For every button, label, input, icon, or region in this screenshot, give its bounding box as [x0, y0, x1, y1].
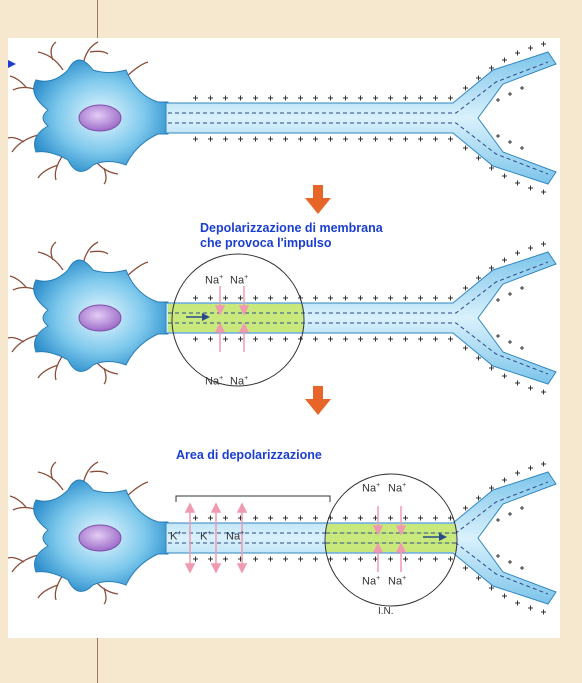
- ion-symbol: K: [170, 530, 178, 543]
- ion-na-top-left-3: Na+: [362, 482, 380, 495]
- neuron-resting: [8, 40, 557, 196]
- neuron-diagram-svg: [8, 40, 557, 616]
- in-label: I.N.: [378, 606, 394, 617]
- ion-na-top-left: Na+: [205, 274, 223, 287]
- ion-charge: +: [207, 530, 212, 537]
- ion-symbol: Na: [362, 482, 377, 495]
- ion-na-bottom-left-3: Na+: [362, 575, 380, 588]
- ion-charge: +: [240, 530, 245, 537]
- bottom-rule-line: [97, 638, 98, 683]
- area-label: Area di depolarizzazione: [176, 448, 322, 462]
- ion-charge: +: [402, 575, 407, 582]
- ion-na-bottom-right: Na+: [230, 375, 248, 388]
- ion-charge: +: [244, 274, 249, 281]
- depolarization-label-line1: Depolarizzazione di membrana: [200, 221, 383, 235]
- ion-symbol: K: [200, 530, 208, 543]
- ion-na-top-right: Na+: [230, 274, 248, 287]
- ion-symbol: Na: [362, 575, 377, 588]
- small-blue-arrow: [8, 60, 16, 68]
- neuron-propagation: [8, 460, 557, 616]
- ion-symbol: Na: [230, 375, 245, 388]
- neuron-impulse: [8, 240, 557, 396]
- ion-na-top-right-3: Na+: [388, 482, 406, 495]
- ion-symbol: Na: [230, 274, 245, 287]
- ion-charge: +: [219, 274, 224, 281]
- ion-charge: +: [376, 482, 381, 489]
- depolarization-label-line2: che provoca l'impulso: [200, 236, 332, 250]
- ion-symbol: Na: [388, 482, 403, 495]
- depolarization-label: Depolarizzazione di membrana che provoca…: [200, 221, 383, 251]
- ion-na-middle: Na+: [226, 530, 244, 543]
- down-arrow-1: [305, 185, 331, 214]
- ion-symbol: Na: [226, 530, 241, 543]
- ion-na-bottom-right-3: Na+: [388, 575, 406, 588]
- ion-charge: +: [376, 575, 381, 582]
- ion-charge: +: [244, 375, 249, 382]
- ion-charge: +: [219, 375, 224, 382]
- ion-symbol: Na: [205, 274, 220, 287]
- neuron-diagram-panel: Depolarizzazione di membrana che provoca…: [8, 38, 560, 638]
- top-rule-line: [97, 0, 98, 38]
- ion-symbol: Na: [205, 375, 220, 388]
- ion-k-1: K+: [170, 530, 181, 543]
- ion-charge: +: [402, 482, 407, 489]
- down-arrow-2: [305, 386, 331, 415]
- ion-na-bottom-left: Na+: [205, 375, 223, 388]
- ion-symbol: Na: [388, 575, 403, 588]
- ion-k-2: K+: [200, 530, 211, 543]
- ion-charge: +: [177, 530, 182, 537]
